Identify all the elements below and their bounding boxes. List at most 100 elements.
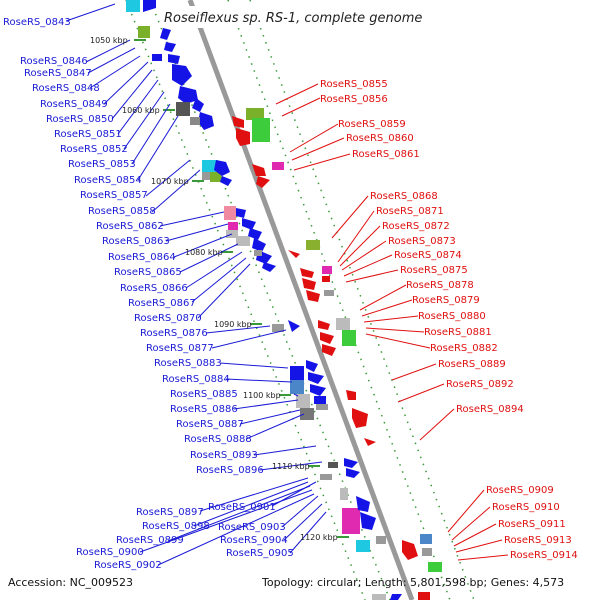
gene-label-right[interactable]: RoseRS_0860: [346, 133, 414, 144]
gene-arrow[interactable]: [346, 390, 356, 400]
gene-label-right[interactable]: RoseRS_0868: [370, 191, 438, 202]
gene-arrow[interactable]: [198, 112, 214, 130]
gene-label-left[interactable]: RoseRS_0852: [60, 144, 128, 155]
gene-label-right[interactable]: RoseRS_0878: [406, 280, 474, 291]
gene-arrow[interactable]: [288, 250, 300, 258]
gene-label-right[interactable]: RoseRS_0880: [418, 311, 486, 322]
gene-arrow[interactable]: [346, 468, 360, 478]
gene-label-left[interactable]: RoseRS_0900: [76, 547, 144, 558]
gene-label-right[interactable]: RoseRS_0873: [388, 236, 456, 247]
gene-label-left[interactable]: RoseRS_0888: [184, 434, 252, 445]
gene-label-left[interactable]: RoseRS_0851: [54, 129, 122, 140]
gene-arrow[interactable]: [232, 116, 244, 128]
gene-arrow[interactable]: [168, 54, 180, 64]
gene-label-left[interactable]: RoseRS_0901: [208, 502, 276, 513]
gene-block[interactable]: [342, 330, 356, 346]
gene-label-left[interactable]: RoseRS_0898: [142, 521, 210, 532]
gene-arrow[interactable]: [164, 42, 176, 52]
gene-label-left[interactable]: RoseRS_0884: [162, 374, 230, 385]
gene-label-left[interactable]: RoseRS_0886: [170, 404, 238, 415]
gene-block[interactable]: [190, 117, 200, 125]
gene-block[interactable]: [420, 534, 432, 544]
gene-block[interactable]: [314, 396, 326, 404]
gene-arrow[interactable]: [236, 128, 250, 146]
gene-label-right[interactable]: RoseRS_0909: [486, 485, 554, 496]
gene-label-right[interactable]: RoseRS_0892: [446, 379, 514, 390]
gene-arrow[interactable]: [308, 372, 324, 384]
gene-label-right[interactable]: RoseRS_0881: [424, 327, 492, 338]
gene-label-right[interactable]: RoseRS_0871: [376, 206, 444, 217]
gene-label-right[interactable]: RoseRS_0911: [498, 519, 566, 530]
gene-arrow[interactable]: [172, 64, 192, 86]
gene-block[interactable]: [376, 536, 386, 544]
gene-label-right[interactable]: RoseRS_0913: [504, 535, 572, 546]
gene-arrow[interactable]: [302, 278, 316, 290]
gene-block[interactable]: [236, 236, 250, 246]
gene-arrow[interactable]: [192, 98, 204, 112]
gene-arrow[interactable]: [310, 384, 326, 396]
gene-arrow[interactable]: [262, 262, 276, 272]
gene-block[interactable]: [418, 592, 430, 600]
gene-block[interactable]: [340, 488, 348, 500]
gene-block[interactable]: [356, 540, 370, 552]
gene-label-left[interactable]: RoseRS_0867: [128, 298, 196, 309]
gene-arrow[interactable]: [220, 176, 232, 186]
gene-arrow[interactable]: [248, 228, 262, 240]
gene-block[interactable]: [254, 250, 262, 256]
gene-block[interactable]: [290, 380, 304, 394]
gene-label-left[interactable]: RoseRS_0887: [176, 419, 244, 430]
gene-label-left[interactable]: RoseRS_0863: [102, 236, 170, 247]
gene-label-left[interactable]: RoseRS_0843: [3, 17, 71, 28]
gene-label-right[interactable]: RoseRS_0875: [400, 265, 468, 276]
gene-label-left[interactable]: RoseRS_0854: [74, 175, 142, 186]
gene-label-left[interactable]: RoseRS_0876: [140, 328, 208, 339]
gene-label-right[interactable]: RoseRS_0874: [394, 250, 462, 261]
gene-label-left[interactable]: RoseRS_0857: [80, 190, 148, 201]
gene-block[interactable]: [300, 408, 314, 420]
gene-block[interactable]: [316, 404, 328, 410]
gene-arrow[interactable]: [242, 218, 256, 230]
gene-block[interactable]: [324, 290, 334, 296]
gene-label-right[interactable]: RoseRS_0894: [456, 404, 524, 415]
gene-arrow[interactable]: [364, 438, 376, 446]
gene-block[interactable]: [272, 162, 284, 170]
gene-label-left[interactable]: RoseRS_0862: [96, 221, 164, 232]
gene-block[interactable]: [272, 324, 284, 332]
gene-label-left[interactable]: RoseRS_0885: [170, 389, 238, 400]
gene-block[interactable]: [210, 172, 222, 182]
gene-arrow[interactable]: [256, 176, 270, 188]
gene-label-right[interactable]: RoseRS_0882: [430, 343, 498, 354]
gene-label-left[interactable]: RoseRS_0903: [218, 522, 286, 533]
gene-arrow[interactable]: [300, 268, 314, 278]
gene-arrow[interactable]: [344, 458, 358, 468]
gene-block[interactable]: [228, 222, 238, 230]
gene-arrow[interactable]: [252, 164, 266, 176]
gene-label-right[interactable]: RoseRS_0856: [320, 94, 388, 105]
gene-label-left[interactable]: RoseRS_0858: [88, 206, 156, 217]
gene-label-right[interactable]: RoseRS_0859: [338, 119, 406, 130]
gene-block[interactable]: [176, 102, 190, 116]
gene-label-left[interactable]: RoseRS_0850: [46, 114, 114, 125]
gene-block[interactable]: [252, 118, 270, 142]
gene-block[interactable]: [246, 108, 264, 120]
gene-label-left[interactable]: RoseRS_0877: [146, 343, 214, 354]
gene-label-right[interactable]: RoseRS_0855: [320, 79, 388, 90]
gene-block[interactable]: [320, 474, 332, 480]
gene-label-left[interactable]: RoseRS_0905: [226, 548, 294, 559]
gene-label-left[interactable]: RoseRS_0848: [32, 83, 100, 94]
gene-arrow[interactable]: [322, 344, 336, 356]
gene-block[interactable]: [138, 26, 150, 38]
gene-block[interactable]: [152, 54, 162, 61]
gene-arrow[interactable]: [318, 320, 330, 330]
gene-arrow[interactable]: [160, 28, 171, 40]
gene-block[interactable]: [422, 548, 432, 556]
gene-arrow[interactable]: [356, 496, 370, 512]
gene-block[interactable]: [224, 206, 236, 220]
gene-block[interactable]: [322, 266, 332, 274]
gene-arrow[interactable]: [214, 160, 230, 176]
gene-label-left[interactable]: RoseRS_0865: [114, 267, 182, 278]
gene-label-left[interactable]: RoseRS_0846: [20, 56, 88, 67]
gene-block[interactable]: [372, 594, 386, 600]
gene-label-left[interactable]: RoseRS_0899: [116, 535, 184, 546]
gene-arrow[interactable]: [352, 408, 368, 428]
